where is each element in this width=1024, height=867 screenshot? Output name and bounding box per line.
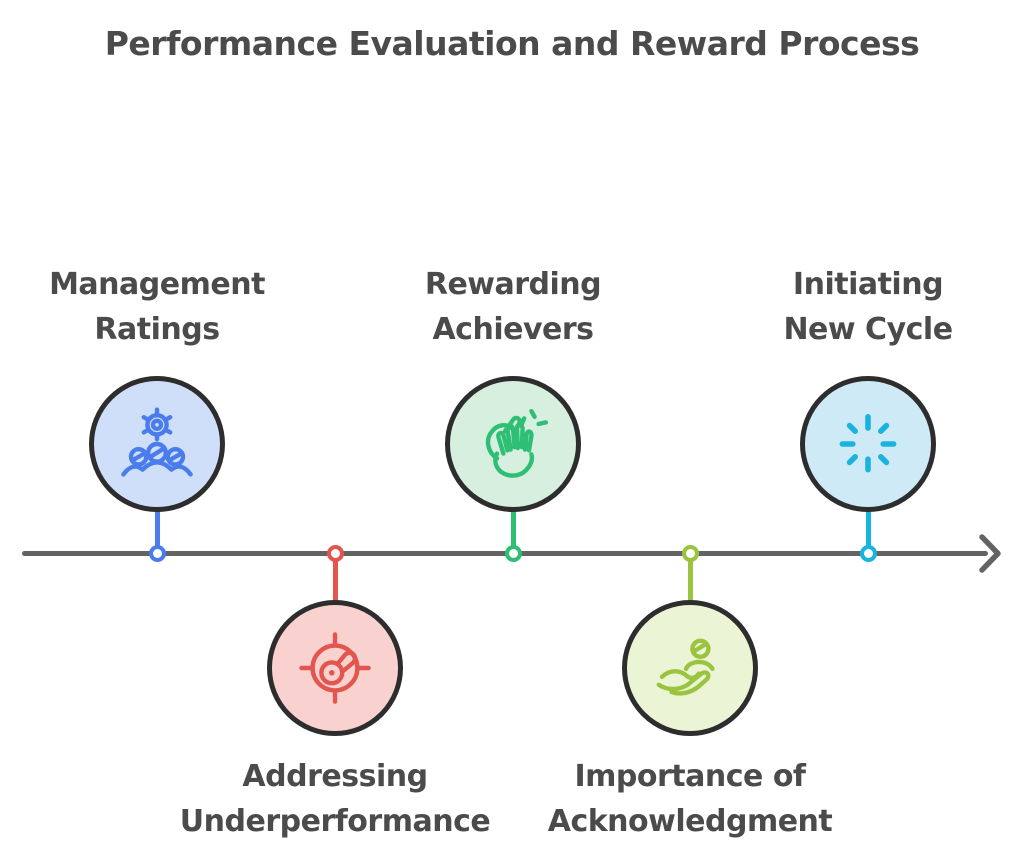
node-label: Addressing Underperformance [125,754,545,844]
node-label-line: Ratings [94,312,220,347]
timeline-dot [326,544,344,562]
node-label: Management Ratings [0,262,367,352]
node-connector [332,553,338,603]
node-label-line: Achievers [432,312,594,347]
timeline-dot [148,544,166,562]
node-connector [510,508,516,554]
node-circle [800,376,936,512]
node-connector [687,553,693,603]
node-label-line: Initiating [792,267,944,302]
clapping-hands-icon [485,409,548,478]
node-label-line: Rewarding [424,267,602,302]
node-label-line: Addressing [242,759,428,794]
node-circle [89,376,225,512]
node-connector [154,508,160,554]
node-circle [445,376,581,512]
hand-holding-person-icon [656,638,715,696]
gauge-target-icon [299,632,371,704]
node-circle [267,600,403,736]
page-title: Performance Evaluation and Reward Proces… [104,24,920,63]
gear-team-icon [121,407,193,477]
node-label: Rewarding Achievers [303,262,723,352]
node-label: Importance of Acknowledgment [480,754,900,844]
loading-spinner-icon [839,414,897,473]
node-label-line: Underperformance [179,804,491,839]
arrow-right-icon [979,534,1001,573]
node-label-line: Management [49,267,265,302]
timeline-dot [859,544,877,562]
node-label-line: Importance of [574,759,806,794]
node-connector [865,508,871,554]
node-label: Initiating New Cycle [658,262,1024,352]
timeline-dot [681,544,699,562]
node-label-line: New Cycle [783,312,953,347]
node-circle [622,600,758,736]
node-label-line: Acknowledgment [547,804,833,839]
timeline-dot [504,544,522,562]
